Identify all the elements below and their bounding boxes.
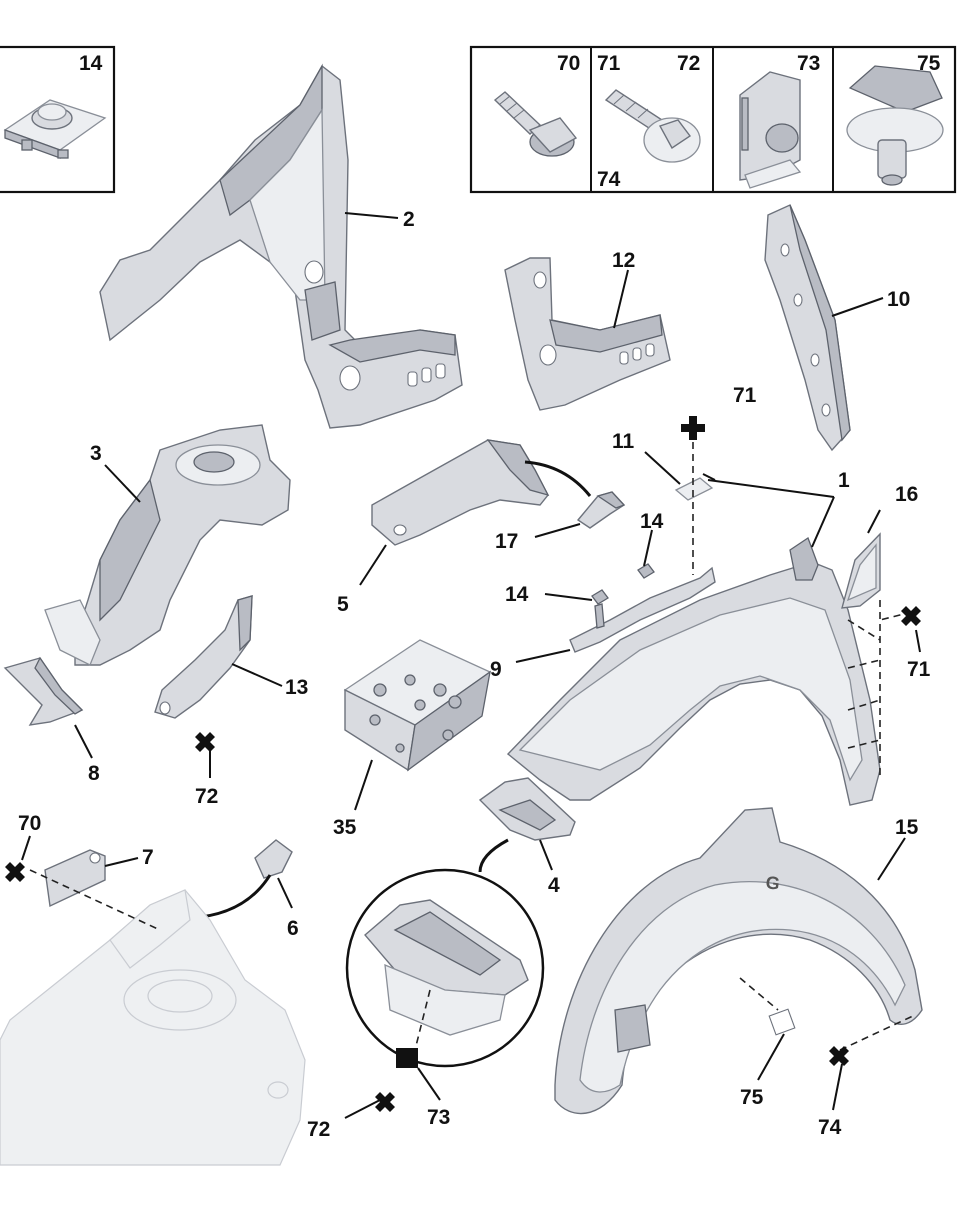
- part-7-bracket: [44, 849, 106, 908]
- fastener-boxes-row: 70 71 72 74 73 75: [469, 45, 957, 194]
- callout-17: 17: [495, 530, 518, 553]
- clip-nut-14-icon: [3, 99, 107, 159]
- callout-11: 11: [612, 430, 635, 453]
- callout-15: 15: [895, 816, 919, 839]
- box-number-70: 70: [557, 52, 580, 75]
- marker-70: [5, 862, 25, 882]
- marker-72-bottom: [375, 1092, 395, 1112]
- callout-13: 13: [285, 676, 308, 699]
- marker-71-top: [681, 416, 705, 440]
- box-number-74: 74: [597, 168, 621, 191]
- callout-2: 2: [403, 208, 415, 231]
- part-14-clip-nut-b: [637, 563, 655, 579]
- callout-72-bottom: 72: [307, 1118, 330, 1141]
- box-number-75: 75: [917, 52, 941, 75]
- callout-8: 8: [88, 762, 100, 785]
- part-11-clip: [674, 477, 714, 501]
- part-9-rail-bracket: [569, 566, 716, 653]
- part-4-bracket-assembly: [478, 777, 576, 841]
- box-number-71: 71: [597, 52, 621, 75]
- part-3-strut-tower: [44, 424, 291, 666]
- callout-6: 6: [287, 917, 299, 940]
- push-clip-75-icon: [846, 65, 944, 186]
- callout-14-b: 14: [640, 510, 664, 533]
- leader-lines: [21, 212, 921, 1119]
- callout-35: 35: [333, 816, 357, 839]
- liner-mark: G: [764, 872, 781, 894]
- box-number-73: 73: [797, 52, 820, 75]
- callout-10: 10: [887, 288, 910, 311]
- callout-75: 75: [740, 1086, 764, 1109]
- callout-labels: 2 12 10 3 71 11 1 16 17 14 14 5 9 13 71 …: [18, 208, 931, 1141]
- callout-1: 1: [838, 469, 850, 492]
- callout-5: 5: [337, 593, 349, 616]
- part-1-front-fender: [506, 537, 881, 806]
- callout-74: 74: [818, 1116, 842, 1139]
- callout-7: 7: [142, 846, 154, 869]
- callout-14-a: 14: [505, 583, 529, 606]
- screw-71-icon: [604, 89, 701, 163]
- part-14-clip-nut-a: [591, 589, 609, 605]
- callout-72-left: 72: [195, 785, 218, 808]
- clip-73-icon: [739, 71, 802, 189]
- callout-70: 70: [18, 812, 41, 835]
- box-number-72: 72: [677, 52, 700, 75]
- part-10-rail: [764, 204, 851, 452]
- callout-73: 73: [427, 1106, 450, 1129]
- marker-71-right: [901, 606, 921, 626]
- fastener-box-14: 14: [0, 45, 116, 194]
- callout-3: 3: [90, 442, 102, 465]
- part-8-bracket: [3, 656, 84, 726]
- vehicle-body-reference: [0, 889, 306, 1166]
- assembly-lines: [29, 430, 916, 1051]
- part-13-bracket: [154, 595, 253, 719]
- callout-9: 9: [490, 658, 502, 681]
- part-6-bracket: [254, 839, 293, 879]
- part-15-wheel-arch-liner: G: [554, 807, 923, 1115]
- part-2-side-panel: [99, 63, 463, 429]
- screw-70-icon: [493, 91, 578, 157]
- box-number-14: 14: [79, 52, 103, 75]
- part-5-bracket: [371, 439, 550, 546]
- callout-16: 16: [895, 483, 918, 506]
- part-17-bracket: [576, 491, 626, 529]
- part-35-clip-kit: [343, 639, 492, 772]
- callout-12: 12: [612, 249, 635, 272]
- marker-74: [829, 1046, 849, 1066]
- marker-72-left: [195, 732, 215, 752]
- part-12-pillar-bracket: [504, 257, 671, 411]
- callout-71-top: 71: [733, 384, 757, 407]
- fastener-markers: [5, 416, 921, 1112]
- part-16-triangle-trim: [841, 532, 881, 609]
- detail-magnifier: [345, 868, 545, 1068]
- callout-4: 4: [548, 874, 560, 897]
- callout-71-right: 71: [907, 658, 931, 681]
